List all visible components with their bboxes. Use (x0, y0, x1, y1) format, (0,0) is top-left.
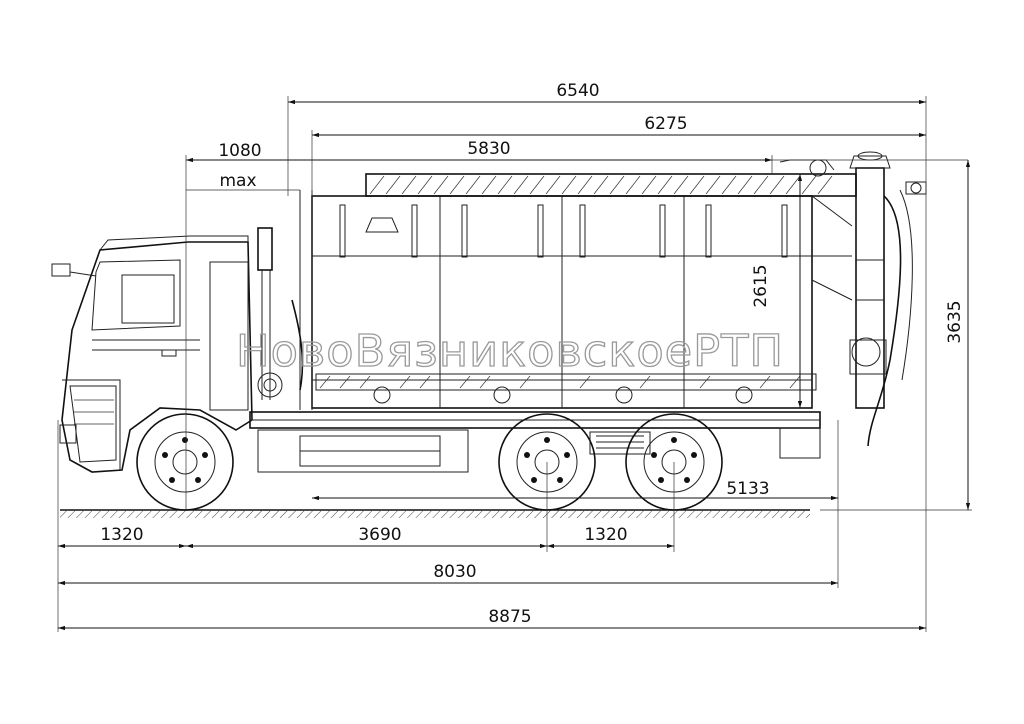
dim-3690: 3690 (358, 525, 401, 545)
dim-5830: 5830 (467, 139, 510, 159)
ground-line (60, 509, 810, 518)
dim-5133: 5133 (726, 479, 769, 499)
front-ladder (291, 190, 313, 410)
front-wheel (136, 413, 234, 511)
dim-8875: 8875 (488, 607, 531, 627)
dimension-lines (57, 96, 972, 632)
dim-max-label: max (219, 171, 256, 191)
dim-1080: 1080 (218, 141, 261, 161)
chassis-frame (249, 411, 821, 473)
watermark-text: НовоВязниковскоеРТП (236, 326, 784, 377)
dim-8030: 8030 (433, 562, 476, 582)
dim-3635: 3635 (945, 300, 965, 343)
discharge-column (779, 151, 927, 447)
dim-6275: 6275 (644, 114, 687, 134)
dim-1320-rear: 1320 (584, 525, 627, 545)
dim-1320-front: 1320 (100, 525, 143, 545)
dim-6540: 6540 (556, 81, 599, 101)
exhaust-stack (257, 227, 283, 400)
dim-2615: 2615 (751, 264, 771, 307)
truck-cab (51, 235, 253, 473)
